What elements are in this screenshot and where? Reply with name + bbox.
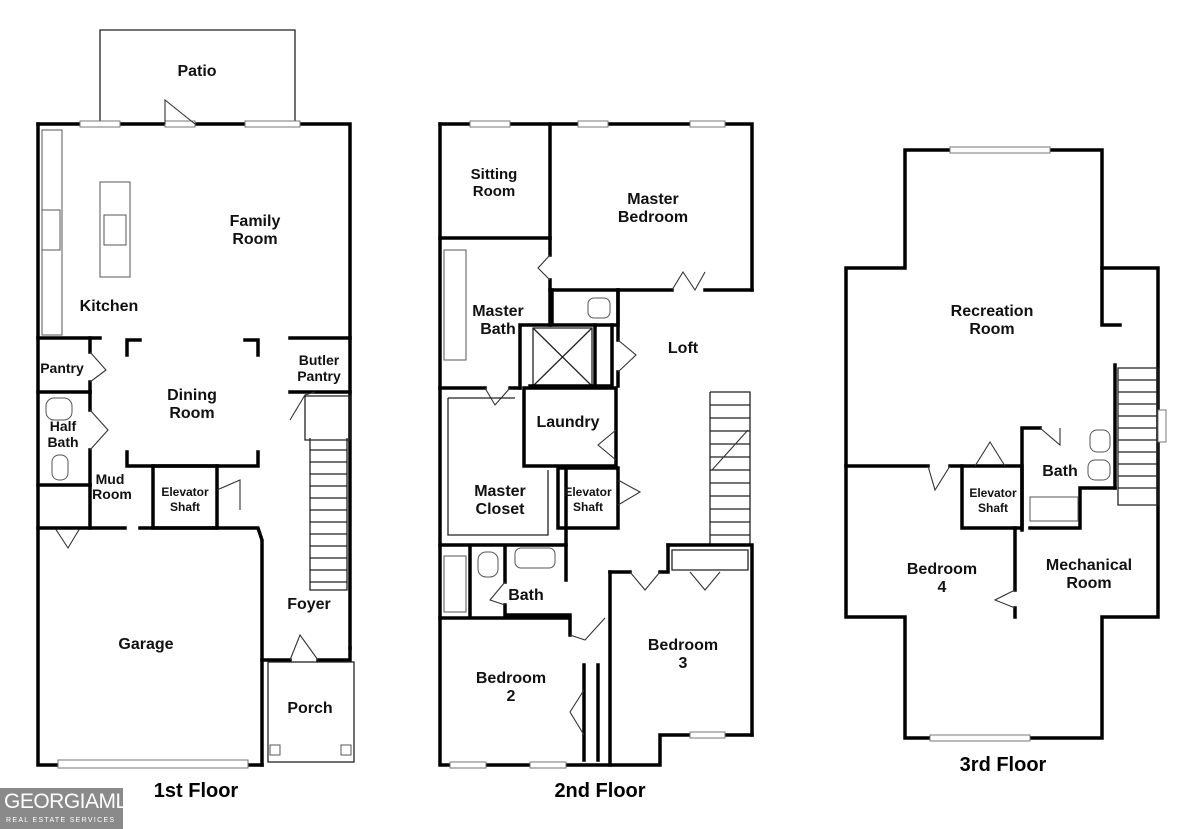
toilet-icon bbox=[1087, 459, 1111, 481]
svg-text:Shaft: Shaft bbox=[573, 500, 603, 514]
garage-door bbox=[57, 759, 249, 769]
svg-text:Pantry: Pantry bbox=[297, 368, 341, 384]
sink-icon bbox=[103, 214, 127, 246]
svg-text:Bath: Bath bbox=[47, 434, 78, 450]
third-floor-outer-wall bbox=[844, 148, 1160, 740]
bath-sink-icon bbox=[514, 547, 556, 569]
svg-text:Room: Room bbox=[232, 231, 277, 248]
room-label-sitting-room: Sitting bbox=[471, 166, 518, 183]
bath-toilet-icon bbox=[477, 551, 499, 578]
svg-text:2: 2 bbox=[507, 688, 516, 705]
porch-outline bbox=[267, 661, 355, 763]
logo-text: GEORGIAMLS bbox=[4, 790, 141, 813]
svg-text:Room: Room bbox=[169, 405, 214, 422]
floor-title-1st: 1st Floor bbox=[154, 780, 239, 802]
room-label-bedroom-2: Bedroom bbox=[476, 670, 546, 687]
svg-text:Room: Room bbox=[1066, 575, 1111, 592]
stairs bbox=[309, 438, 348, 591]
first-floor-labels: Patio Family Room Kitchen Pantry Dining … bbox=[40, 63, 341, 802]
svg-text:Bath: Bath bbox=[480, 321, 516, 338]
room-label-family-room: Family bbox=[230, 213, 281, 230]
room-label-mud-room: Mud bbox=[96, 471, 125, 487]
tub-icon bbox=[443, 555, 467, 613]
room-label-dining-room: Dining bbox=[167, 387, 217, 404]
first-floor-outer-wall bbox=[36, 122, 352, 650]
third-floor-plan bbox=[844, 146, 1167, 742]
shower-icon bbox=[532, 327, 593, 387]
room-label-master-closet: Master bbox=[474, 483, 526, 500]
room-label-bedroom-4: Bedroom bbox=[907, 561, 977, 578]
room-label-porch: Porch bbox=[287, 700, 332, 717]
room-label-butler-pantry: Butler bbox=[299, 352, 340, 368]
room-label-pantry: Pantry bbox=[40, 360, 84, 376]
stove-icon bbox=[41, 209, 61, 251]
garage-wall bbox=[36, 526, 264, 767]
stairs bbox=[1117, 367, 1159, 506]
svg-text:Room: Room bbox=[969, 321, 1014, 338]
second-floor-outer-wall bbox=[438, 122, 754, 292]
room-label-laundry: Laundry bbox=[536, 414, 599, 431]
room-label-master-bedroom: Master bbox=[627, 191, 679, 208]
svg-text:Shaft: Shaft bbox=[170, 500, 200, 514]
third-floor-labels: Recreation Room Elevator Shaft Bath Bedr… bbox=[907, 303, 1132, 776]
room-label-mechanical-room: Mechanical bbox=[1046, 557, 1132, 574]
room-label-elevator-shaft: Elevator bbox=[564, 485, 612, 499]
room-label-bath: Bath bbox=[1042, 463, 1078, 480]
svg-text:Room: Room bbox=[473, 183, 516, 200]
floor-title-3rd: 3rd Floor bbox=[960, 754, 1047, 776]
floor-title-2nd: 2nd Floor bbox=[554, 780, 645, 802]
bath-sink-icon bbox=[1089, 429, 1111, 453]
room-label-half-bath: Half bbox=[50, 418, 77, 434]
patio-outline bbox=[99, 29, 296, 124]
room-label-kitchen: Kitchen bbox=[80, 298, 139, 315]
room-label-garage: Garage bbox=[118, 636, 173, 653]
toilet-icon bbox=[51, 454, 69, 481]
second-floor-labels: Sitting Room Master Bedroom Master Bath … bbox=[471, 166, 718, 802]
room-label-elevator-shaft: Elevator bbox=[161, 485, 209, 499]
logo-subtext: REAL ESTATE SERVICES bbox=[6, 817, 116, 824]
half-bath-sink-icon bbox=[45, 397, 73, 421]
second-floor-plan bbox=[438, 120, 754, 769]
svg-text:3: 3 bbox=[679, 655, 688, 672]
room-label-loft: Loft bbox=[668, 340, 699, 357]
svg-text:Bedroom: Bedroom bbox=[618, 209, 688, 226]
first-floor-plan bbox=[36, 29, 355, 769]
room-label-bath: Bath bbox=[508, 587, 544, 604]
svg-text:Room: Room bbox=[92, 486, 132, 502]
room-label-master-bath: Master bbox=[472, 303, 524, 320]
room-label-patio: Patio bbox=[177, 63, 216, 80]
room-label-foyer: Foyer bbox=[287, 596, 331, 613]
svg-text:4: 4 bbox=[938, 579, 947, 596]
svg-text:Closet: Closet bbox=[476, 501, 526, 518]
tub-icon bbox=[1029, 496, 1079, 522]
room-label-elevator-shaft: Elevator bbox=[969, 486, 1017, 500]
room-label-recreation-room: Recreation bbox=[951, 303, 1034, 320]
room-label-bedroom-3: Bedroom bbox=[648, 637, 718, 654]
georgiamls-logo: GEORGIAMLS REAL ESTATE SERVICES bbox=[0, 788, 141, 829]
master-toilet-icon bbox=[587, 297, 611, 319]
svg-text:Shaft: Shaft bbox=[978, 501, 1008, 515]
master-bath-vanity bbox=[443, 249, 467, 361]
